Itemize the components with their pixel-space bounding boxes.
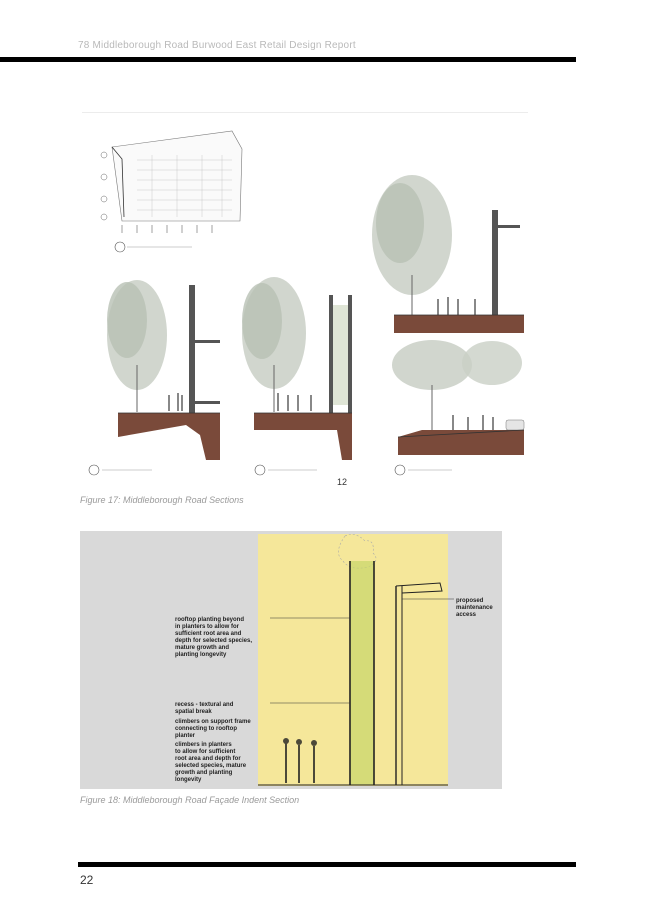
svg-text:to allow for sufficient: to allow for sufficient	[175, 749, 235, 755]
svg-text:planting longevity: planting longevity	[175, 652, 227, 658]
middleborough-road-sections-figure: 12	[82, 125, 525, 487]
svg-text:connecting to rooftop: connecting to rooftop	[175, 726, 237, 732]
svg-text:recess - textural and: recess - textural and	[175, 702, 234, 708]
svg-text:climbers on support frame: climbers on support frame	[175, 719, 251, 725]
rooftop-planting-annotation: rooftop planting beyond in planters to a…	[175, 617, 252, 658]
section-c-drawing	[372, 175, 524, 333]
site-plan	[82, 125, 252, 253]
svg-text:longevity: longevity	[175, 777, 202, 783]
recess-annotation: recess - textural and spatial break	[175, 702, 234, 715]
climbers-support-annotation: climbers on support frame connecting to …	[175, 719, 251, 739]
section-d-drawing	[392, 340, 525, 476]
section-a-drawing	[88, 280, 220, 476]
figure-17-caption: Figure 17: Middleborough Road Sections	[80, 495, 244, 505]
svg-text:mature growth and: mature growth and	[175, 645, 229, 651]
header-rule	[0, 57, 576, 62]
section-b-drawing	[242, 277, 352, 476]
figure-number-label: 12	[337, 477, 347, 487]
page-number: 22	[80, 873, 94, 887]
svg-text:spatial break: spatial break	[175, 709, 212, 715]
svg-text:growth and planting: growth and planting	[175, 770, 233, 776]
footer-rule	[78, 862, 576, 867]
section-divider	[82, 112, 528, 113]
svg-text:access: access	[456, 612, 477, 618]
svg-text:rooftop planting beyond: rooftop planting beyond	[175, 617, 244, 623]
svg-text:maintenance: maintenance	[456, 605, 493, 611]
svg-text:proposed: proposed	[456, 598, 484, 604]
svg-text:climbers in planters: climbers in planters	[175, 742, 232, 748]
climbers-planters-annotation: climbers in planters to allow for suffic…	[175, 742, 247, 783]
svg-text:sufficient root area and: sufficient root area and	[175, 631, 242, 637]
maintenance-access-annotation: proposed maintenance access	[456, 598, 493, 618]
svg-text:depth for selected species,: depth for selected species,	[175, 638, 252, 644]
facade-indent-section-figure: rooftop planting beyond in planters to a…	[80, 531, 502, 789]
figure-18-caption: Figure 18: Middleborough Road Façade Ind…	[80, 795, 300, 805]
report-title: 78 Middleborough Road Burwood East Retai…	[78, 40, 356, 51]
svg-text:root area and depth for: root area and depth for	[175, 756, 241, 762]
svg-text:planter: planter	[175, 733, 196, 739]
svg-text:in planters to allow for: in planters to allow for	[175, 624, 240, 630]
svg-text:selected species, mature: selected species, mature	[175, 763, 247, 769]
